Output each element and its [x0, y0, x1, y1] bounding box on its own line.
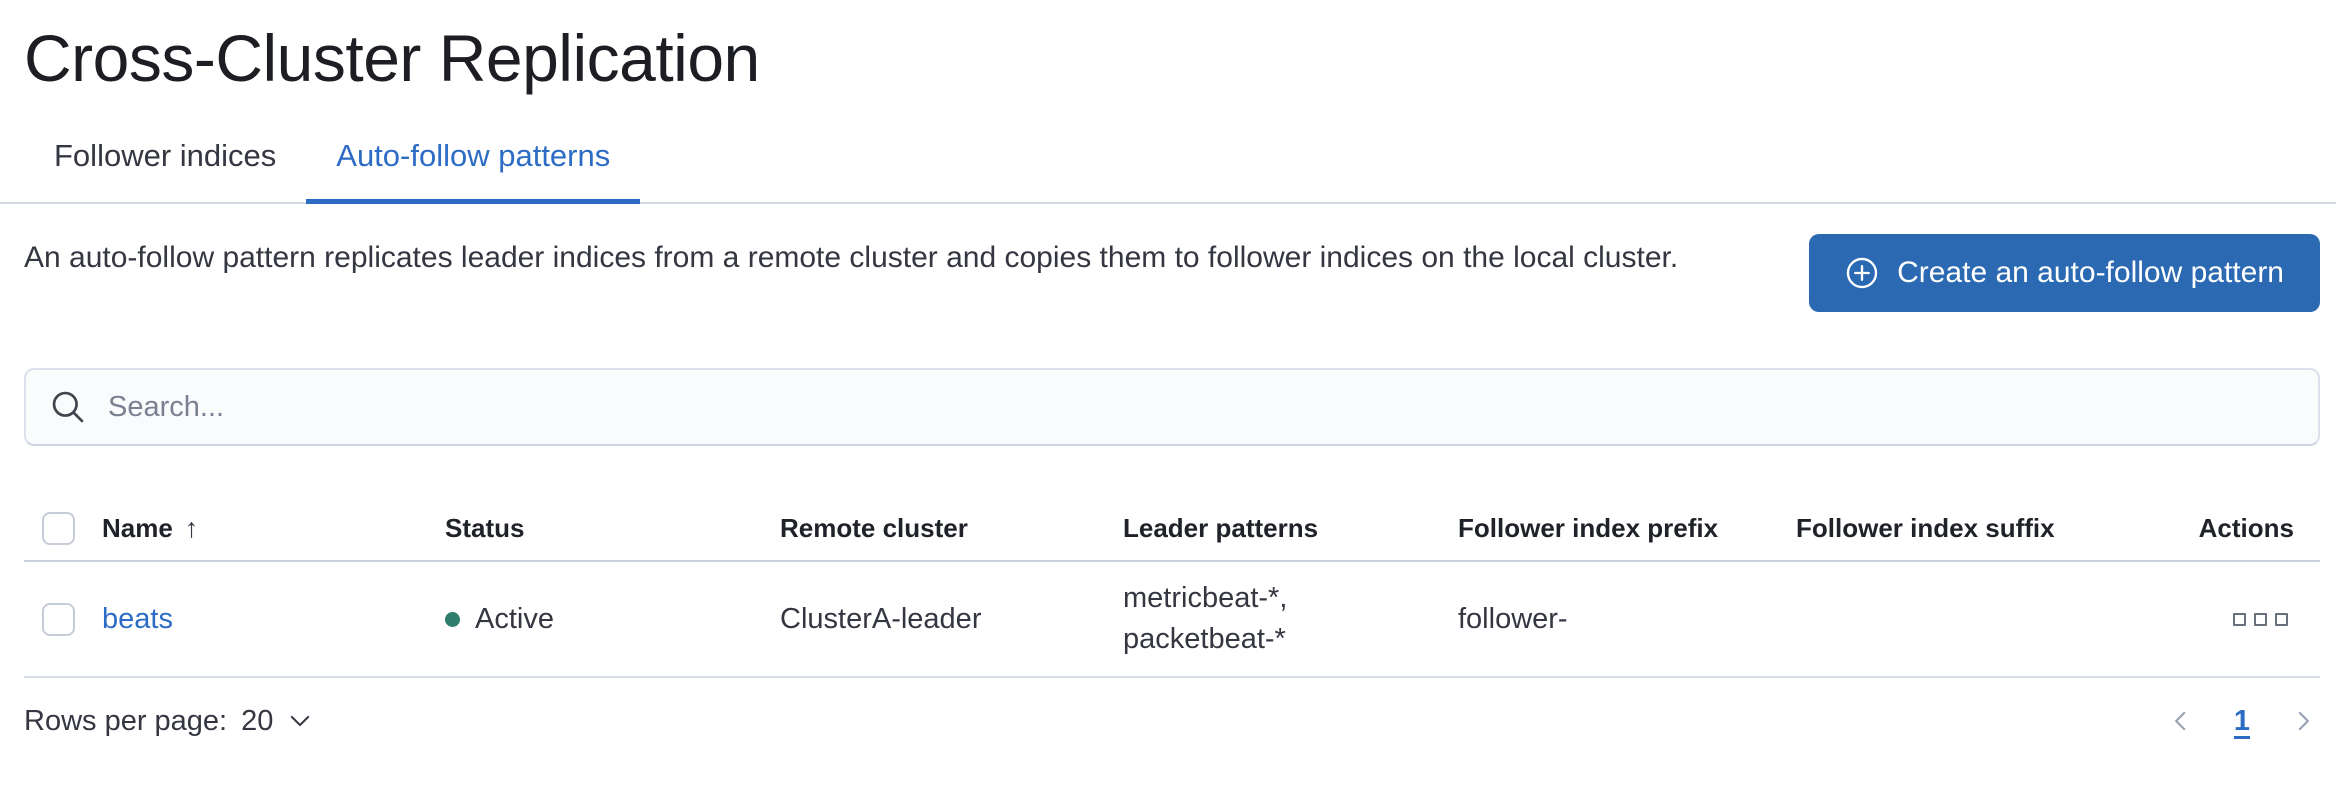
status-label: Active: [475, 602, 554, 635]
all-actions-icon[interactable]: [2227, 607, 2294, 632]
leader-pattern-line: metricbeat-*,: [1123, 582, 1288, 614]
status-cell: Active: [445, 603, 780, 636]
row-select-checkbox[interactable]: [42, 602, 75, 636]
search-bar: [24, 368, 2320, 446]
column-header-follower-index-prefix: Follower index prefix: [1458, 512, 1719, 543]
search-input[interactable]: [108, 390, 2294, 424]
leader-patterns-cell: metricbeat-*, packetbeat-*: [1123, 578, 1458, 660]
create-auto-follow-pattern-button[interactable]: Create an auto-follow pattern: [1809, 234, 2320, 312]
pagination-page-1[interactable]: 1: [2233, 704, 2250, 737]
sort-ascending-arrow-icon: ↑: [184, 512, 199, 543]
follower-index-prefix-cell: follower-: [1458, 602, 1568, 635]
tab-auto-follow-patterns[interactable]: Auto-follow patterns: [306, 128, 641, 204]
column-header-actions: Actions: [2198, 512, 2294, 543]
tabs-bar: Follower indices Auto-follow patterns: [0, 128, 2336, 204]
column-header-follower-index-suffix: Follower index suffix: [1796, 512, 2055, 543]
tab-follower-indices[interactable]: Follower indices: [54, 138, 277, 173]
pagination: 1: [2164, 704, 2320, 738]
table-header-row: Name ↑ Status Remote cluster Leader patt…: [24, 496, 2320, 562]
search-icon: [52, 391, 84, 423]
column-header-status: Status: [445, 512, 525, 543]
create-button-label: Create an auto-follow pattern: [1897, 256, 2284, 289]
leader-pattern-line: packetbeat-*: [1123, 623, 1286, 655]
column-header-name[interactable]: Name ↑: [102, 512, 199, 543]
rows-per-page-button[interactable]: Rows per page: 20: [24, 705, 313, 738]
chevron-down-icon: [291, 715, 310, 727]
pattern-name-link[interactable]: beats: [102, 602, 173, 635]
page-title: Cross-Cluster Replication: [24, 21, 760, 95]
column-header-remote-cluster: Remote cluster: [780, 512, 968, 543]
column-header-leader-patterns: Leader patterns: [1123, 512, 1319, 543]
rows-per-page-value: 20: [241, 704, 274, 737]
plus-in-circle-icon: [1846, 257, 1878, 289]
status-active-dot-icon: [445, 611, 460, 627]
table-footer: Rows per page: 20 1: [0, 704, 2336, 738]
chevron-left-icon[interactable]: [2164, 704, 2198, 738]
intro-section: An auto-follow pattern replicates leader…: [0, 234, 2336, 312]
rows-per-page-label: Rows per page:: [24, 704, 228, 737]
auto-follow-patterns-table: Name ↑ Status Remote cluster Leader patt…: [0, 496, 2336, 678]
remote-cluster-cell: ClusterA-leader: [780, 602, 982, 635]
table-row: beats Active ClusterA-leader metricbeat-…: [24, 562, 2320, 678]
select-all-checkbox[interactable]: [42, 511, 75, 545]
chevron-right-icon[interactable]: [2286, 704, 2320, 738]
page-description: An auto-follow pattern replicates leader…: [24, 241, 1679, 274]
